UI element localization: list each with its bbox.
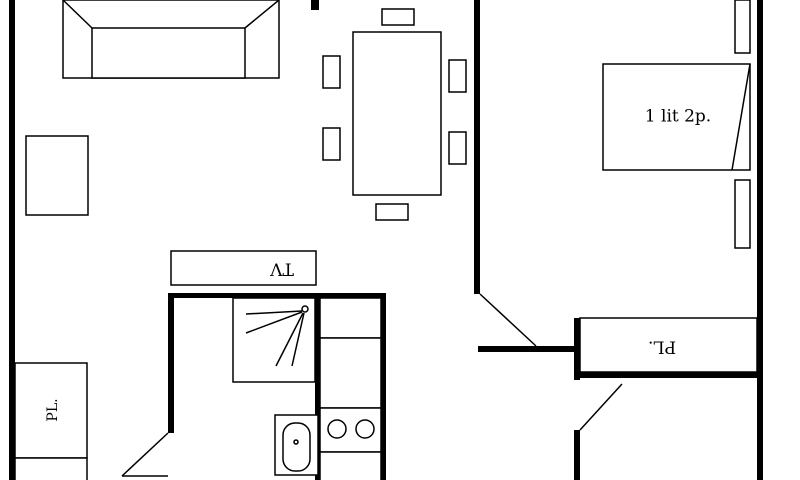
chair (375, 203, 409, 221)
chair (448, 59, 467, 93)
closet-right-label: PL. (648, 337, 676, 357)
sink (274, 414, 319, 476)
right-closet: PL. (579, 317, 758, 373)
tv-unit: TV (170, 250, 317, 286)
chair (322, 127, 341, 161)
dining-set (322, 8, 467, 221)
bedroom-wall-left (474, 0, 480, 294)
bathroom-wall-middle (315, 293, 320, 480)
wall-top-stub (311, 0, 319, 10)
chair (448, 131, 467, 165)
side-table (25, 135, 89, 216)
hall-door (579, 383, 623, 431)
sofa (62, 0, 280, 79)
bed: 1 lit 2p. (602, 63, 751, 171)
kitchen-counter (319, 297, 382, 480)
walls (9, 0, 763, 480)
entrance-door (121, 432, 169, 477)
hall-wall-right (574, 430, 580, 480)
bedroom-wall-bottom (478, 346, 578, 352)
window (734, 0, 751, 54)
outer-wall-right (757, 0, 763, 480)
chair (381, 8, 415, 26)
outer-wall-left (9, 0, 15, 480)
dining-table (352, 31, 442, 196)
closet-left-label: PL. (45, 398, 61, 421)
bedroom-door (479, 293, 537, 347)
closet-wall-bottom (578, 372, 759, 378)
closet-wall-left (574, 318, 580, 380)
bathroom-wall-right (381, 293, 386, 480)
tv-label: TV (269, 259, 293, 279)
left-closet: PL. (14, 362, 88, 480)
bathroom-wall-top (168, 293, 384, 298)
chair (322, 55, 341, 89)
bed-label: 1 lit 2p. (645, 107, 711, 127)
shower (232, 297, 316, 383)
bathroom-wall-left (168, 293, 174, 433)
window (734, 179, 751, 249)
